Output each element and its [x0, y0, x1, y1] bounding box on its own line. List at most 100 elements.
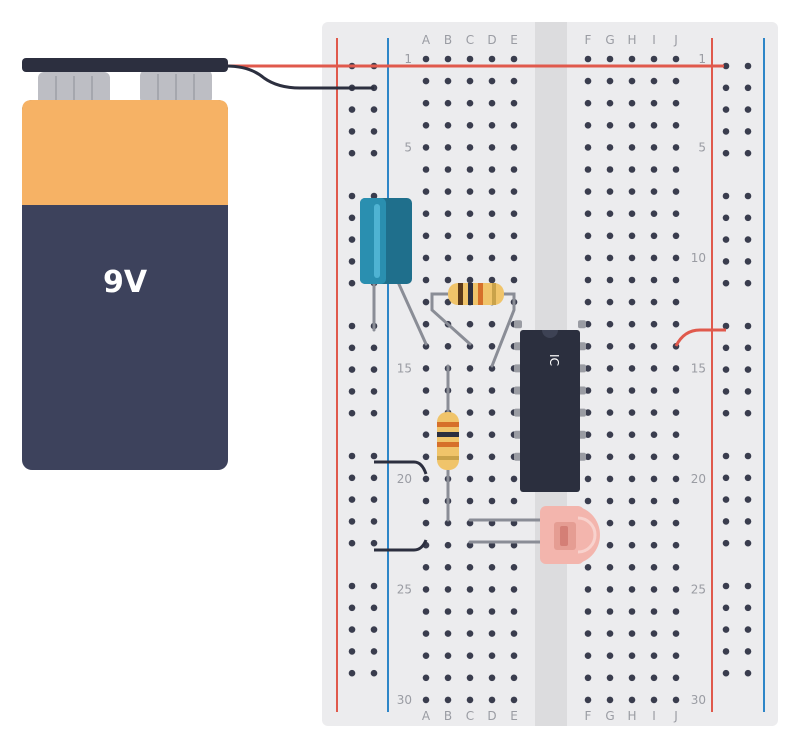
- breadboard-hole: [650, 475, 658, 483]
- breadboard-hole: [348, 626, 356, 633]
- breadboard-hole: [744, 258, 752, 265]
- breadboard-hole: [466, 564, 474, 571]
- breadboard-hole: [628, 608, 636, 615]
- breadboard-hole: [584, 586, 592, 593]
- breadboard-hole: [488, 497, 496, 505]
- breadboard-hole: [370, 474, 378, 482]
- breadboard-hole: [584, 652, 592, 659]
- breadboard-hole: [672, 298, 680, 306]
- breadboard-hole: [672, 696, 680, 704]
- breadboard-hole: [744, 474, 752, 482]
- breadboard-hole: [444, 564, 452, 571]
- breadboard-hole: [510, 652, 518, 659]
- breadboard-hole: [584, 343, 592, 350]
- breadboard-hole: [744, 539, 752, 547]
- breadboard-hole: [606, 166, 614, 173]
- breadboard-hole: [722, 669, 730, 677]
- breadboard-hole: [672, 541, 680, 549]
- breadboard-hole: [744, 388, 752, 395]
- column-label-bottom: H: [627, 709, 636, 723]
- breadboard-hole: [650, 254, 658, 262]
- breadboard-hole: [672, 453, 680, 461]
- breadboard-hole: [510, 55, 518, 63]
- breadboard-hole: [650, 166, 658, 173]
- breadboard-hole: [606, 77, 614, 85]
- breadboard-hole: [628, 166, 636, 173]
- breadboard-hole: [584, 696, 592, 704]
- breadboard-hole: [466, 188, 474, 195]
- breadboard-hole: [422, 431, 430, 439]
- column-label-bottom: C: [466, 709, 474, 723]
- breadboard-hole: [744, 366, 752, 373]
- breadboard-hole: [744, 496, 752, 503]
- breadboard-hole: [606, 475, 614, 483]
- breadboard-hole: [348, 149, 356, 157]
- breadboard-hole: [370, 452, 378, 460]
- breadboard-hole: [370, 344, 378, 352]
- column-label-top: F: [585, 33, 592, 47]
- breadboard-hole: [422, 630, 430, 637]
- breadboard-hole: [584, 497, 592, 505]
- breadboard-hole: [466, 630, 474, 637]
- breadboard-hole: [466, 144, 474, 151]
- breadboard-hole: [510, 254, 518, 262]
- breadboard-hole: [466, 586, 474, 593]
- breadboard-hole: [348, 192, 356, 200]
- ic-body: [520, 330, 580, 492]
- row-label-right: 15: [691, 361, 706, 375]
- breadboard-hole: [672, 188, 680, 195]
- breadboard-hole: [606, 674, 614, 682]
- breadboard-hole: [606, 652, 614, 659]
- breadboard-hole: [370, 128, 378, 135]
- component-leads: [372, 280, 544, 544]
- breadboard-hole: [584, 298, 592, 306]
- breadboard-hole: [606, 254, 614, 262]
- breadboard-hole: [744, 452, 752, 460]
- breadboard-hole: [672, 276, 680, 284]
- breadboard-hole: [348, 106, 356, 113]
- breadboard-hole: [672, 210, 680, 217]
- breadboard-hole: [744, 322, 752, 330]
- breadboard-hole: [606, 519, 614, 527]
- breadboard-hole: [722, 84, 730, 92]
- breadboard-hole: [444, 343, 452, 350]
- breadboard-hole: [744, 409, 752, 417]
- breadboard-hole: [444, 276, 452, 284]
- breadboard-hole: [422, 254, 430, 262]
- breadboard-hole: [606, 144, 614, 151]
- breadboard-hole: [628, 77, 636, 85]
- breadboard-hole: [744, 106, 752, 113]
- breadboard-hole: [422, 298, 430, 306]
- breadboard-hole: [606, 343, 614, 350]
- breadboard-hole: [650, 298, 658, 306]
- breadboard-hole: [488, 409, 496, 416]
- row-label-right: 20: [691, 472, 706, 486]
- breadboard-hole: [422, 144, 430, 151]
- breadboard-hole: [672, 232, 680, 240]
- breadboard-hole: [584, 188, 592, 195]
- row-label-left: 1: [404, 52, 412, 66]
- electrolytic-capacitor: [360, 198, 412, 284]
- breadboard-hole: [584, 608, 592, 615]
- breadboard-hole: [466, 343, 474, 350]
- breadboard-hole: [650, 188, 658, 195]
- breadboard-hole: [722, 582, 730, 590]
- breadboard-hole: [628, 586, 636, 593]
- breadboard-hole: [744, 518, 752, 525]
- breadboard-hole: [466, 453, 474, 461]
- breadboard-hole: [672, 254, 680, 262]
- breadboard-hole: [466, 99, 474, 107]
- breadboard-hole: [510, 232, 518, 240]
- breadboard-hole: [422, 608, 430, 615]
- breadboard-hole: [488, 696, 496, 704]
- breadboard-hole: [510, 144, 518, 151]
- breadboard-hole: [584, 674, 592, 682]
- breadboard-hole: [510, 497, 518, 505]
- row-label-left: 20: [397, 472, 412, 486]
- breadboard-hole: [370, 409, 378, 417]
- breadboard-hole: [466, 210, 474, 217]
- breadboard-hole: [628, 188, 636, 195]
- breadboard-hole: [672, 77, 680, 85]
- breadboard-hole: [444, 166, 452, 173]
